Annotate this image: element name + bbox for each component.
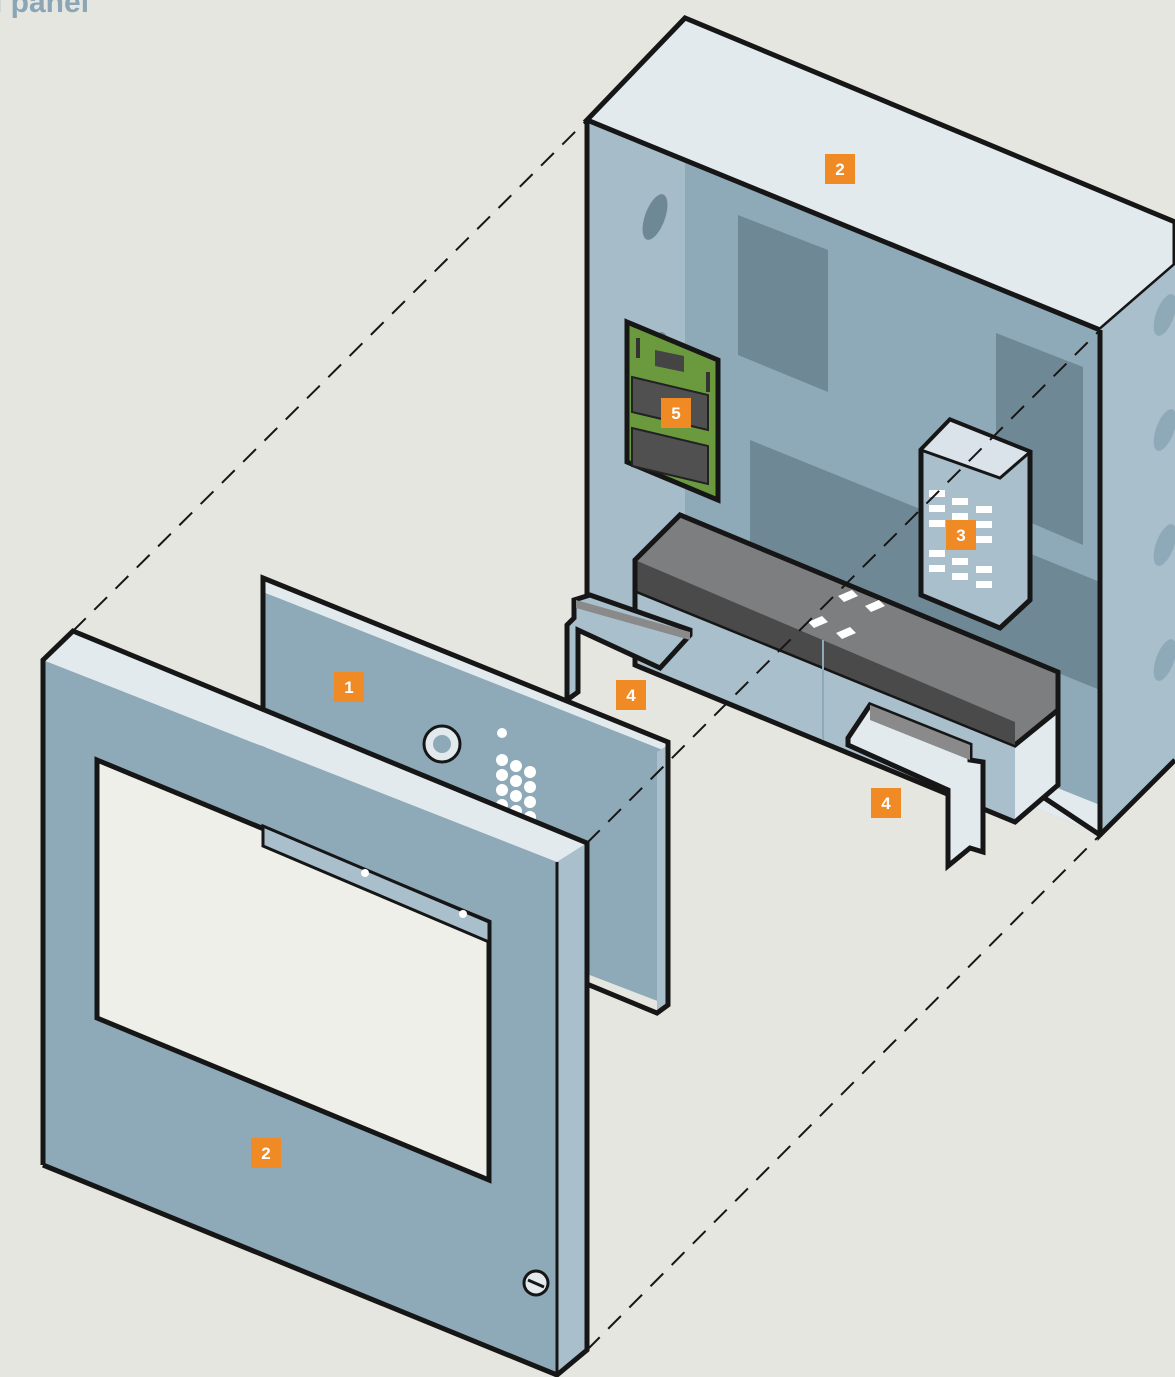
svg-text:1: 1 — [344, 678, 353, 697]
svg-text:5: 5 — [671, 404, 680, 423]
callout-4-bracket-left: 4 — [616, 680, 646, 710]
svg-text:2: 2 — [261, 1144, 270, 1163]
bracket-right — [845, 701, 986, 872]
callout-2-enclosure-box: 2 — [825, 154, 855, 184]
svg-text:2: 2 — [835, 160, 844, 179]
callout-4-bracket-right: 4 — [871, 788, 901, 818]
enclosure-door — [40, 628, 590, 1377]
callout-1-front-panel: 1 — [334, 672, 364, 702]
svg-text:4: 4 — [881, 794, 891, 813]
projection-lines — [72, 119, 1101, 1351]
diagram-title: l panel — [0, 0, 90, 19]
callout-3-transformer: 3 — [946, 520, 976, 550]
svg-text:3: 3 — [956, 526, 965, 545]
callout-5-circuit-board: 5 — [661, 398, 691, 428]
bracket-left — [564, 592, 693, 705]
svg-text:4: 4 — [626, 686, 636, 705]
callout-2-enclosure-door: 2 — [251, 1138, 281, 1168]
